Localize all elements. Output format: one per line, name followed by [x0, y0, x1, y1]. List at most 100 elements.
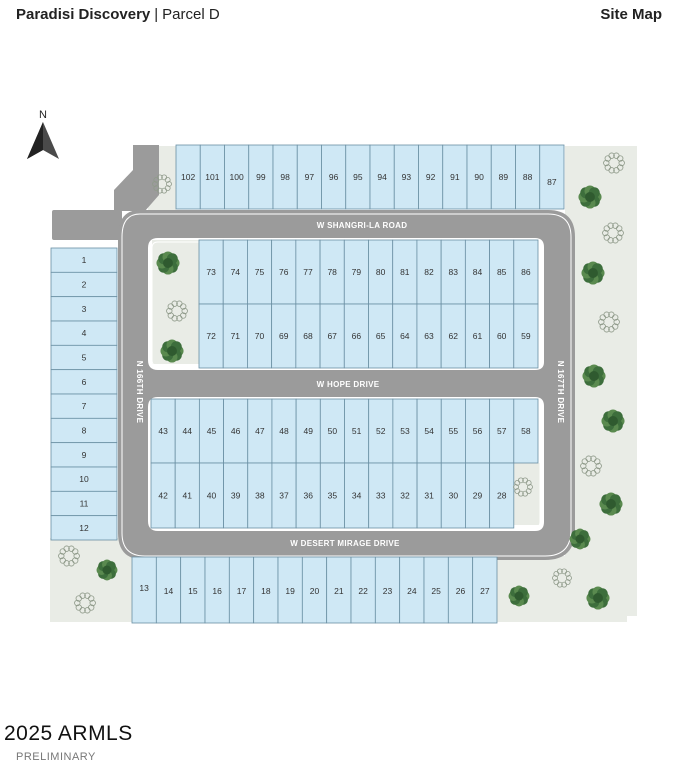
lot-6[interactable]: 6	[50, 369, 118, 395]
lot-3[interactable]: 3	[50, 296, 118, 322]
lot-4[interactable]: 4	[50, 320, 118, 346]
lot-60[interactable]: 60	[489, 303, 515, 369]
lot-15[interactable]: 15	[180, 556, 206, 624]
lot-17[interactable]: 17	[228, 556, 255, 624]
lot-36[interactable]: 36	[295, 462, 321, 529]
lot-5[interactable]: 5	[50, 344, 118, 371]
lot-21[interactable]: 21	[326, 556, 352, 624]
lot-45[interactable]: 45	[198, 398, 224, 464]
lot-14[interactable]: 14	[155, 556, 182, 624]
lot-55[interactable]: 55	[440, 398, 466, 464]
lot-102[interactable]: 102	[175, 144, 201, 210]
lot-33[interactable]: 33	[368, 462, 394, 529]
lot-39[interactable]: 39	[223, 462, 249, 529]
lot-19[interactable]: 19	[277, 556, 303, 624]
lot-69[interactable]: 69	[271, 303, 297, 369]
lot-72[interactable]: 72	[198, 303, 224, 369]
lot-70[interactable]: 70	[247, 303, 273, 369]
lot-48[interactable]: 48	[271, 398, 297, 464]
lot-91[interactable]: 91	[442, 144, 468, 210]
lot-96[interactable]: 96	[321, 144, 347, 210]
lot-81[interactable]: 81	[392, 239, 418, 305]
lot-87[interactable]: 87	[539, 144, 565, 210]
lot-88[interactable]: 88	[515, 144, 541, 210]
lot-7[interactable]: 7	[50, 393, 118, 419]
lot-61[interactable]: 61	[464, 303, 490, 369]
lot-66[interactable]: 66	[343, 303, 369, 369]
lot-47[interactable]: 47	[247, 398, 273, 464]
lot-99[interactable]: 99	[248, 144, 274, 210]
lot-89[interactable]: 89	[490, 144, 516, 210]
lot-30[interactable]: 30	[440, 462, 466, 529]
lot-29[interactable]: 29	[465, 462, 491, 529]
lot-26[interactable]: 26	[447, 556, 474, 624]
lot-43[interactable]: 43	[150, 398, 176, 464]
lot-49[interactable]: 49	[295, 398, 321, 464]
lot-8[interactable]: 8	[50, 417, 118, 444]
lot-79[interactable]: 79	[343, 239, 369, 305]
lot-38[interactable]: 38	[247, 462, 273, 529]
lot-12[interactable]: 12	[50, 515, 118, 541]
lot-54[interactable]: 54	[416, 398, 442, 464]
lot-83[interactable]: 83	[440, 239, 466, 305]
lot-51[interactable]: 51	[344, 398, 370, 464]
lot-23[interactable]: 23	[374, 556, 401, 624]
lot-18[interactable]: 18	[253, 556, 279, 624]
lot-68[interactable]: 68	[295, 303, 321, 369]
lot-50[interactable]: 50	[319, 398, 345, 464]
lot-94[interactable]: 94	[369, 144, 395, 210]
lot-16[interactable]: 16	[204, 556, 230, 624]
lot-40[interactable]: 40	[198, 462, 224, 529]
lot-82[interactable]: 82	[416, 239, 442, 305]
lot-101[interactable]: 101	[199, 144, 225, 210]
lot-35[interactable]: 35	[319, 462, 345, 529]
lot-75[interactable]: 75	[247, 239, 273, 305]
lot-27[interactable]: 27	[472, 556, 498, 624]
lot-25[interactable]: 25	[423, 556, 449, 624]
lot-73[interactable]: 73	[198, 239, 224, 305]
lot-31[interactable]: 31	[416, 462, 442, 529]
lot-65[interactable]: 65	[368, 303, 394, 369]
lot-100[interactable]: 100	[224, 144, 250, 210]
lot-32[interactable]: 32	[392, 462, 418, 529]
lot-53[interactable]: 53	[392, 398, 418, 464]
lot-42[interactable]: 42	[150, 462, 176, 529]
lot-84[interactable]: 84	[464, 239, 490, 305]
lot-44[interactable]: 44	[174, 398, 200, 464]
lot-85[interactable]: 85	[489, 239, 515, 305]
lot-98[interactable]: 98	[272, 144, 298, 210]
lot-1[interactable]: 1	[50, 247, 118, 273]
lot-2[interactable]: 2	[50, 271, 118, 298]
lot-63[interactable]: 63	[416, 303, 442, 369]
lot-10[interactable]: 10	[50, 466, 118, 492]
lot-92[interactable]: 92	[418, 144, 444, 210]
lot-86[interactable]: 86	[513, 239, 539, 305]
lot-11[interactable]: 11	[50, 490, 118, 517]
lot-24[interactable]: 24	[399, 556, 425, 624]
lot-41[interactable]: 41	[174, 462, 200, 529]
lot-78[interactable]: 78	[319, 239, 345, 305]
lot-57[interactable]: 57	[489, 398, 515, 464]
lot-59[interactable]: 59	[513, 303, 539, 369]
lot-80[interactable]: 80	[368, 239, 394, 305]
lot-76[interactable]: 76	[271, 239, 297, 305]
lot-95[interactable]: 95	[345, 144, 371, 210]
lot-77[interactable]: 77	[295, 239, 321, 305]
lot-58[interactable]: 58	[513, 398, 539, 464]
lot-64[interactable]: 64	[392, 303, 418, 369]
lot-22[interactable]: 22	[350, 556, 376, 624]
lot-37[interactable]: 37	[271, 462, 297, 529]
lot-46[interactable]: 46	[223, 398, 249, 464]
lot-97[interactable]: 97	[296, 144, 322, 210]
lot-56[interactable]: 56	[465, 398, 491, 464]
lot-71[interactable]: 71	[222, 303, 248, 369]
lot-90[interactable]: 90	[466, 144, 492, 210]
lot-67[interactable]: 67	[319, 303, 345, 369]
lot-62[interactable]: 62	[440, 303, 466, 369]
lot-28[interactable]: 28	[489, 462, 515, 529]
lot-9[interactable]: 9	[50, 442, 118, 468]
lot-20[interactable]: 20	[301, 556, 328, 624]
lot-93[interactable]: 93	[393, 144, 419, 210]
lot-52[interactable]: 52	[368, 398, 394, 464]
lot-74[interactable]: 74	[222, 239, 248, 305]
